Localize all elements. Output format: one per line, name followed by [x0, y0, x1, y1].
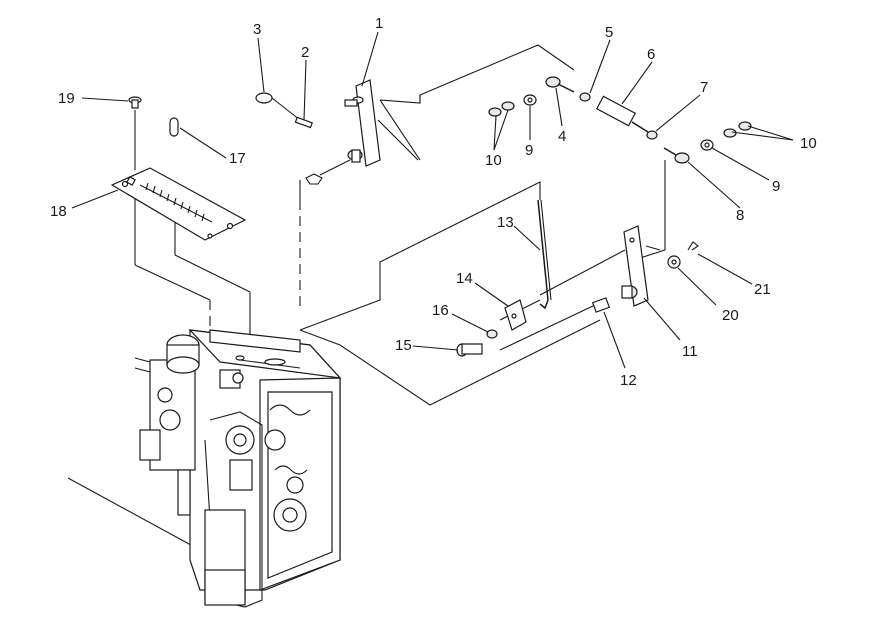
callout-3: 3 — [253, 21, 261, 38]
callout-7: 7 — [700, 79, 708, 96]
callout-16: 16 — [432, 302, 449, 319]
part-5-nut — [579, 92, 591, 102]
callout-9-right: 9 — [772, 178, 780, 195]
part-6-adjuster — [596, 95, 636, 127]
callout-9-left: 9 — [525, 142, 533, 159]
part-3-ring — [255, 92, 301, 121]
part-10-nut-d — [738, 121, 752, 131]
transmission-housing — [134, 329, 342, 608]
callout-14: 14 — [456, 270, 473, 287]
callout-6: 6 — [647, 46, 655, 63]
upper-cable-fittings — [488, 76, 752, 164]
callout-17: 17 — [229, 150, 246, 167]
part-10-nut-c — [723, 128, 737, 138]
part-2-pin — [294, 116, 313, 129]
callout-11: 11 — [682, 343, 698, 360]
assembly-guide-lines — [67, 44, 666, 557]
callout-8: 8 — [736, 207, 744, 224]
callout-18: 18 — [50, 203, 67, 220]
part-1-bracket — [305, 79, 381, 185]
callout-10-left: 10 — [485, 152, 502, 169]
callout-19: 19 — [58, 90, 75, 107]
part-18-gate-plate — [110, 167, 247, 241]
part-10-nut-b — [501, 101, 515, 111]
callout-21: 21 — [754, 281, 771, 298]
callout-labels: 1 2 3 4 5 6 7 8 9 9 10 10 11 12 13 14 15… — [50, 15, 817, 389]
callout-5: 5 — [605, 24, 613, 41]
part-13-rod — [537, 199, 552, 310]
part-21-clip — [687, 241, 699, 251]
callout-1: 1 — [375, 15, 383, 32]
callout-10-right: 10 — [800, 135, 817, 152]
part-14-bracket — [504, 299, 527, 331]
part-11-bracket — [621, 225, 661, 307]
part-10-nut-a — [488, 107, 502, 117]
callout-20: 20 — [722, 307, 739, 324]
leader-lines — [71, 31, 794, 369]
part-17-grommet — [169, 117, 179, 137]
part-16-washer — [486, 329, 498, 339]
part-20-washer — [667, 255, 681, 269]
callout-12: 12 — [620, 372, 637, 389]
callout-15: 15 — [395, 337, 412, 354]
callout-13: 13 — [497, 214, 514, 231]
callout-2: 2 — [301, 44, 309, 61]
part-19-screw — [128, 96, 142, 109]
part-15-bolt — [456, 343, 483, 357]
part-4-ball-joint — [545, 76, 561, 88]
part-8-ball-joint — [674, 152, 690, 164]
part-7-nut — [646, 130, 658, 140]
part-12-bushing — [591, 297, 611, 313]
callout-4: 4 — [558, 128, 566, 145]
